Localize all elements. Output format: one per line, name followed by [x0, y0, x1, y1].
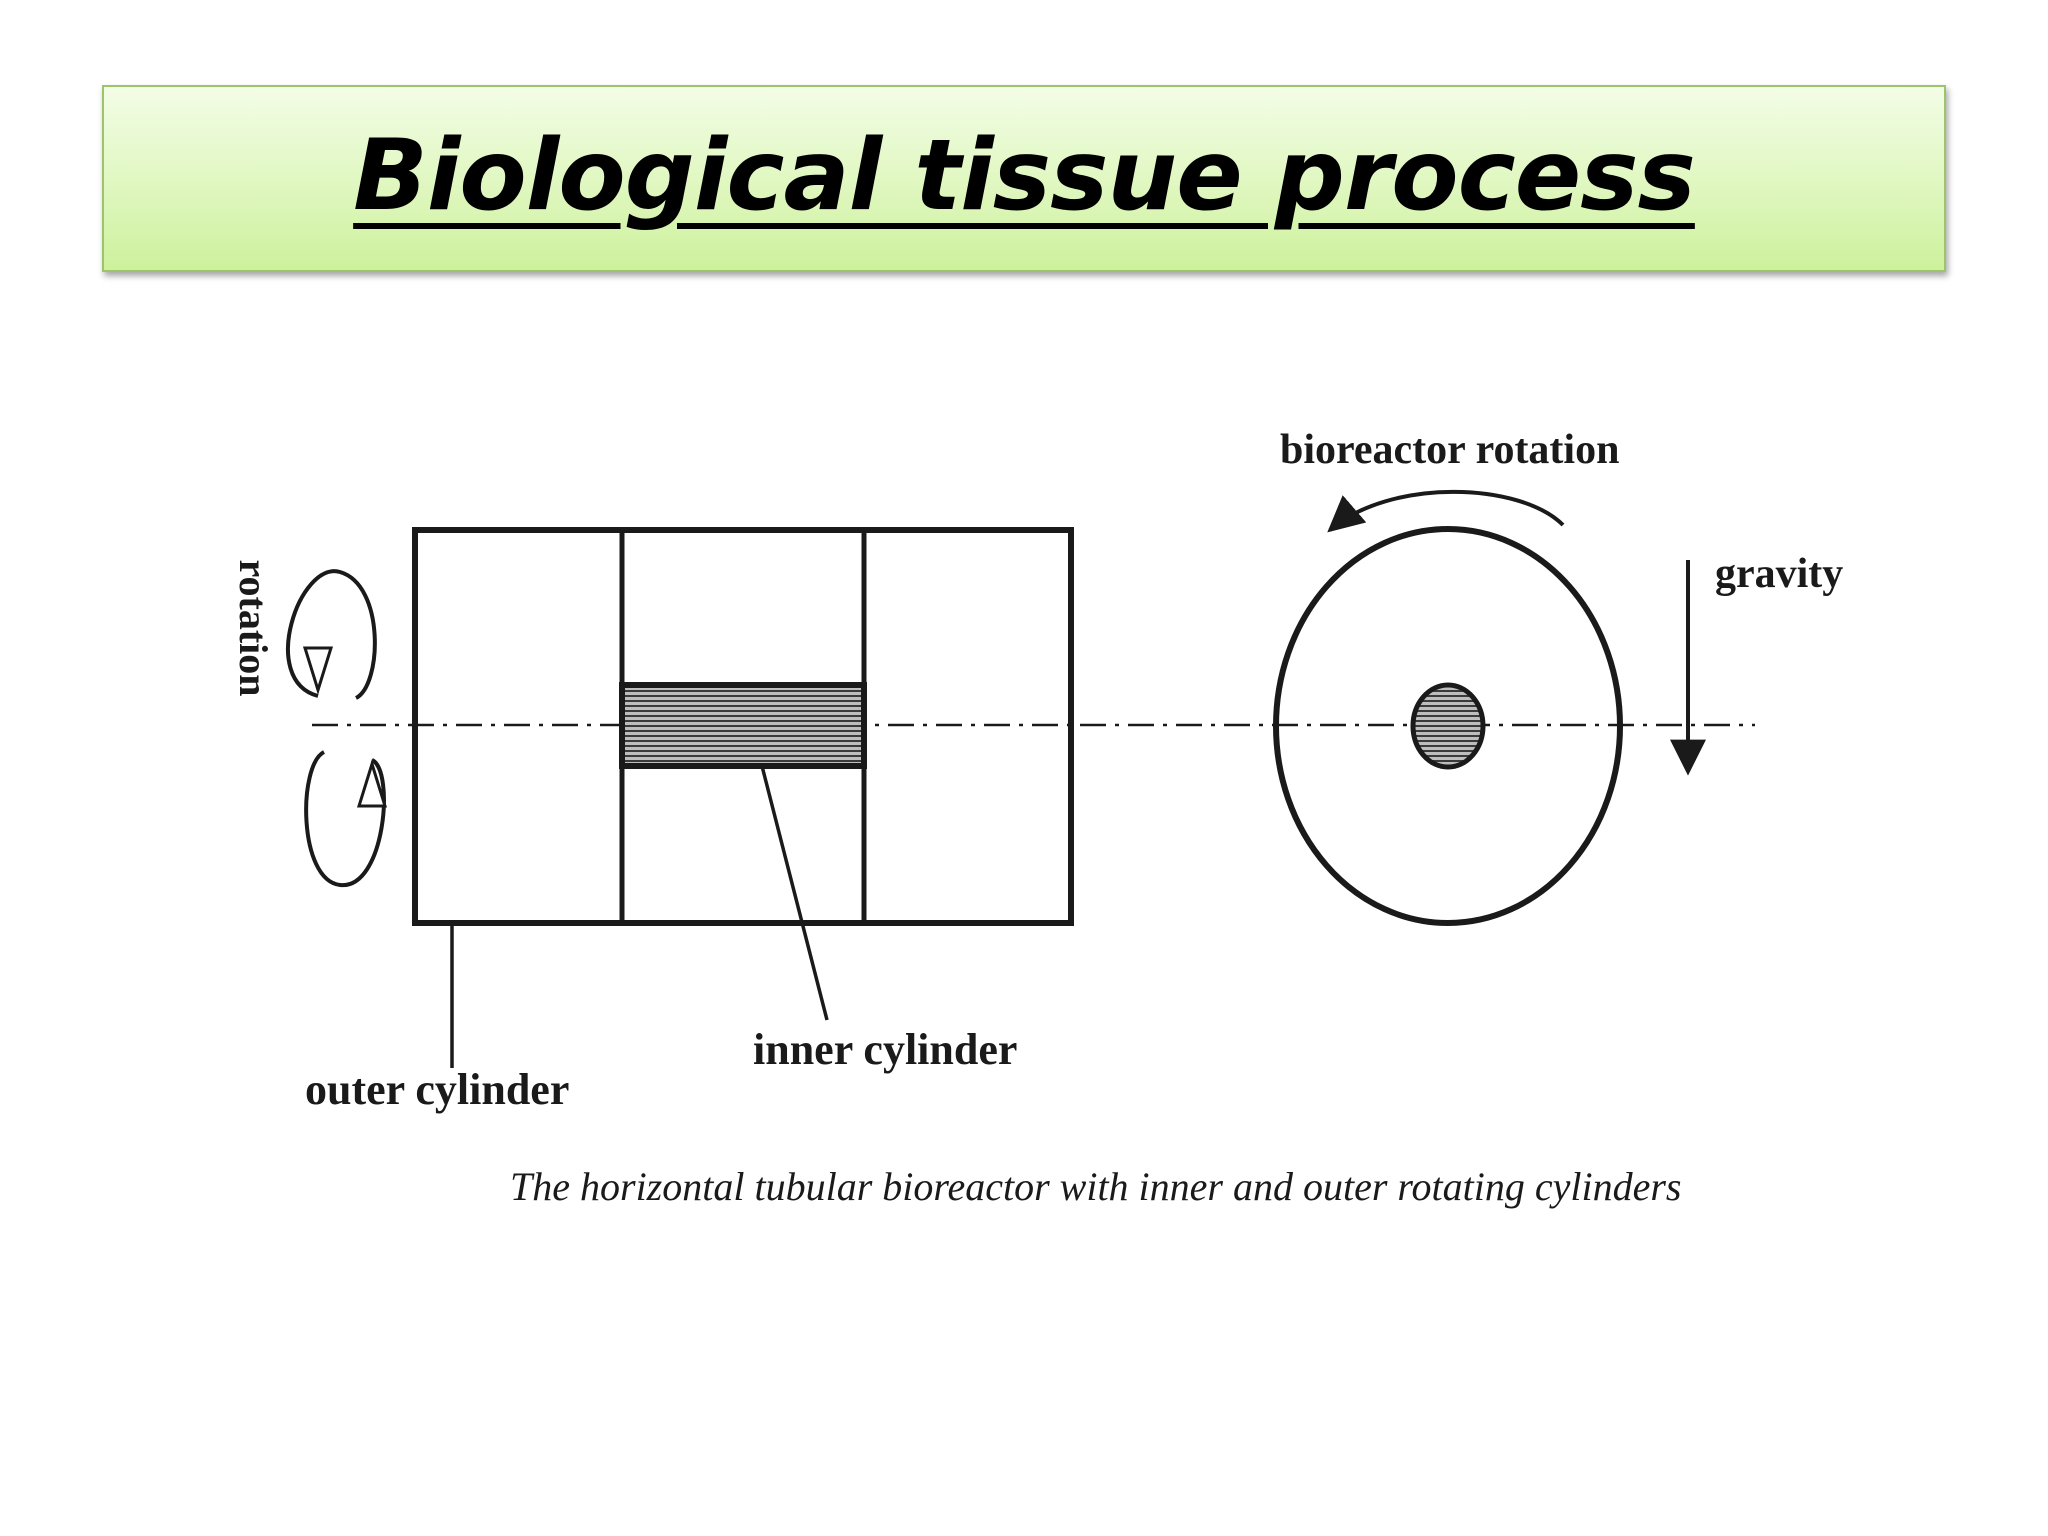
rotation-arrowhead-bottom: [356, 758, 388, 808]
slide-title: Biological tissue process: [353, 118, 1696, 233]
inner-cylinder-leader: [760, 765, 829, 1021]
gravity-label: gravity: [1715, 551, 1843, 597]
bioreactor-rotation-label: bioreactor rotation: [1280, 427, 1619, 473]
outer-cylinder-rect: [412, 527, 1074, 926]
inner-cylinder-rect: [619, 682, 867, 769]
inner-cylinder-label: inner cylinder: [753, 1025, 1017, 1074]
end-view-outer-circle: [1273, 526, 1623, 926]
title-banner: Biological tissue process: [102, 85, 1946, 272]
rotation-label: rotation: [231, 559, 276, 696]
rotation-arrowhead-top: [302, 646, 334, 696]
figure-caption: The horizontal tubular bioreactor with i…: [510, 1164, 1681, 1209]
bioreactor-rotation-arrow: [1327, 489, 1565, 533]
end-view-inner-circle: [1410, 682, 1486, 770]
outer-cylinder-label: outer cylinder: [305, 1065, 569, 1114]
rotation-arrow-bottom: [304, 750, 386, 888]
rotation-arrow-top: [286, 569, 377, 700]
